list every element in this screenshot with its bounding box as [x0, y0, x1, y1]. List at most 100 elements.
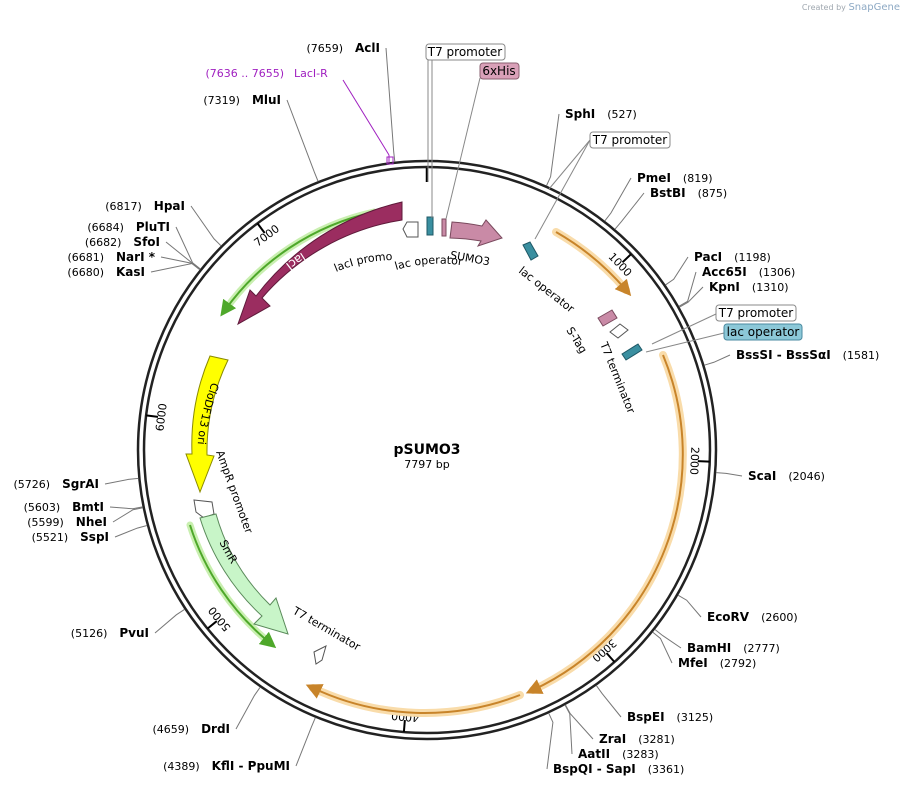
site-label[interactable]: ZraI(3281) — [599, 732, 675, 746]
primer-LacI-R[interactable] — [343, 80, 393, 164]
site-name: NheI — [76, 515, 107, 529]
svg-text:T7 promoter: T7 promoter — [718, 306, 794, 320]
site-label[interactable]: ScaI (2046) — [748, 469, 825, 483]
site-label[interactable]: (7319) MluI — [203, 93, 281, 107]
site-leader-line — [161, 257, 200, 270]
snapgene-logo: SnapGene — [848, 2, 900, 13]
site-position: (6681) — [67, 251, 104, 264]
feature-lacI-promoter[interactable] — [403, 222, 418, 237]
site-label[interactable]: (5126) PvuI — [71, 626, 149, 640]
site-leader-line — [565, 705, 572, 754]
primer-LacI-R-pos: (7636 .. 7655) — [205, 67, 284, 80]
site-position: (5599) — [27, 516, 64, 529]
site-leader-line — [151, 264, 200, 272]
site-label[interactable]: Acc65I(1306) — [702, 265, 795, 279]
feature-T7-terminator-1[interactable] — [610, 324, 628, 338]
site-name: PluTI — [136, 220, 170, 234]
feature-SUMO3[interactable] — [450, 220, 502, 246]
site-name: PacI — [694, 250, 722, 264]
site-label[interactable]: (6817)HpaI — [105, 199, 185, 213]
boxed-label-6xHis: 6xHis — [446, 63, 519, 219]
site-position: (3283) — [622, 748, 659, 761]
site-label[interactable]: PmeI(819) — [637, 171, 713, 185]
site-position: (5126) — [71, 627, 108, 640]
feature-S-Tag[interactable] — [598, 310, 617, 326]
site-label[interactable]: (5726)SgrAI — [14, 477, 99, 491]
site-label[interactable]: MfeI(2792) — [678, 656, 756, 670]
site-leader-line — [655, 629, 681, 648]
site-name: BspQI - SapI — [553, 762, 636, 776]
site-leader-line — [596, 685, 621, 717]
site-position: (875) — [698, 187, 728, 200]
site-position: (5603) — [24, 501, 61, 514]
site-leader-line — [113, 508, 143, 522]
site-position: (5521) — [32, 531, 69, 544]
site-position: (6680) — [67, 266, 104, 279]
site-name: BspEI — [627, 710, 665, 724]
site-name: KasI — [116, 265, 145, 279]
tick-label: 7000 — [252, 222, 282, 249]
site-name: PmeI — [637, 171, 671, 185]
site-leader-line — [665, 257, 688, 285]
site-label[interactable]: (6684) PluTI — [87, 220, 170, 234]
site-label[interactable]: (4389)KflI - PpuMI — [163, 759, 290, 773]
site-label[interactable]: (5521) SspI — [32, 530, 109, 544]
feature-T7-terminator-2[interactable] — [314, 646, 326, 664]
plasmid-name: pSUMO3 — [393, 442, 460, 458]
site-label[interactable]: EcoRV (2600) — [707, 610, 798, 624]
site-leader-line — [296, 718, 315, 766]
site-position: (7319) — [203, 94, 240, 107]
site-leader-line — [547, 713, 553, 769]
site-label[interactable]: (5599) NheI — [27, 515, 107, 529]
site-label[interactable]: (4659)DrdI — [152, 722, 230, 736]
site-name: Acc65I — [702, 265, 747, 279]
site-label[interactable]: BamHI(2777) — [687, 641, 780, 655]
feature-lac-operator-3[interactable] — [622, 344, 642, 360]
site-position: (2600) — [761, 611, 798, 624]
site-name: AclI — [355, 41, 380, 55]
site-position: (6684) — [87, 221, 124, 234]
svg-text:T7 promoter: T7 promoter — [427, 45, 503, 59]
site-name: EcoRV — [707, 610, 750, 624]
site-name: SspI — [80, 530, 109, 544]
site-position: (3125) — [677, 711, 714, 724]
site-position: (1198) — [734, 251, 771, 264]
site-position: (7659) — [306, 42, 343, 55]
site-label[interactable]: BspQI - SapI (3361) — [553, 762, 684, 776]
site-position: (3361) — [648, 763, 685, 776]
feature-lac-operator-1[interactable] — [427, 217, 433, 235]
site-position: (4659) — [152, 723, 189, 736]
site-leader-line — [546, 114, 559, 186]
svg-text:lac operator: lac operator — [727, 325, 800, 339]
site-label[interactable]: SphI(527) — [565, 107, 637, 121]
site-leader-line — [653, 632, 672, 663]
site-position: (527) — [607, 108, 637, 121]
site-position: (4389) — [163, 760, 200, 773]
site-name: MluI — [252, 93, 281, 107]
site-label[interactable]: (6682)SfoI — [85, 235, 160, 249]
feature-6xHis-segment[interactable] — [442, 219, 446, 236]
site-label[interactable]: (6681)NarI * — [67, 250, 155, 264]
site-name: BstBI — [650, 186, 686, 200]
site-label[interactable]: BssSI - BssSαI(1581) — [736, 348, 879, 362]
site-label[interactable]: AatII(3283) — [578, 747, 659, 761]
site-leader-line — [678, 595, 701, 617]
site-name: PvuI — [119, 626, 149, 640]
site-name: KpnI — [709, 280, 740, 294]
site-label[interactable]: (5603)BmtI — [24, 500, 104, 514]
site-label[interactable]: (7659) AclI — [306, 41, 380, 55]
site-label[interactable]: (6680) KasI — [67, 265, 145, 279]
feature-lac-operator-2[interactable] — [523, 242, 538, 260]
site-position: (2046) — [788, 470, 825, 483]
site-leader-line — [287, 100, 318, 181]
site-label[interactable]: BspEI (3125) — [627, 710, 713, 724]
site-label[interactable]: PacI (1198) — [694, 250, 771, 264]
svg-text:T7 promoter: T7 promoter — [592, 133, 668, 147]
site-name: ScaI — [748, 469, 776, 483]
site-leader-line — [155, 609, 185, 633]
site-label[interactable]: BstBI (875) — [650, 186, 727, 200]
site-name: BssSI - BssSαI — [736, 348, 831, 362]
site-position: (6682) — [85, 236, 122, 249]
site-label[interactable]: KpnI(1310) — [709, 280, 788, 294]
